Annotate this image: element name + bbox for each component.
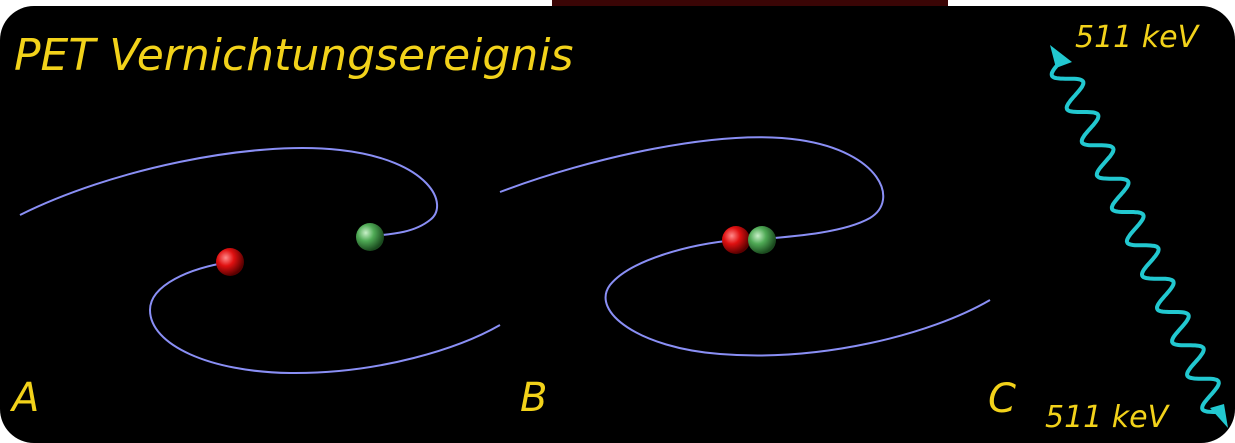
electron-a <box>356 223 384 251</box>
photon-arrow-top <box>1050 45 1072 68</box>
photon-energy-top: 511 keV <box>1075 20 1199 55</box>
photon-energy-bottom: 511 keV <box>1045 400 1169 435</box>
photon-arrow-bottom <box>1210 404 1228 428</box>
diagram-title: PET Vernichtungsereignis <box>14 30 574 81</box>
trajectory-b-lower <box>604 239 991 357</box>
positron-b <box>722 226 750 254</box>
trajectory-b-upper <box>499 136 885 240</box>
trajectory-a-upper <box>19 147 439 237</box>
panel-label-a: A <box>12 375 40 421</box>
top-strip <box>552 0 948 6</box>
photon-wave <box>1049 60 1221 414</box>
diagram-panel <box>0 6 1235 443</box>
panel-label-b: B <box>520 375 548 421</box>
electron-b <box>748 226 776 254</box>
trajectory-a-lower <box>148 261 501 375</box>
panel-label-c: C <box>988 376 1016 422</box>
positron-a <box>216 248 244 276</box>
